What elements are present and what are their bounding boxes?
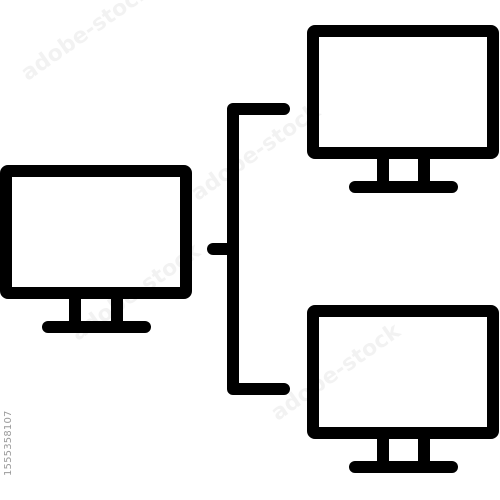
bottom-right-monitor-screen bbox=[307, 305, 499, 439]
network-bracket-icon bbox=[207, 103, 290, 395]
top-right-monitor-screen bbox=[307, 25, 499, 159]
watermark-stock-id: 1555358107 bbox=[3, 410, 14, 476]
bottom-right-monitor-icon bbox=[307, 305, 499, 473]
top-right-monitor-icon bbox=[307, 25, 499, 193]
left-monitor-icon bbox=[0, 165, 192, 333]
bracket-branch bbox=[227, 103, 290, 395]
left-monitor-screen bbox=[0, 165, 192, 299]
